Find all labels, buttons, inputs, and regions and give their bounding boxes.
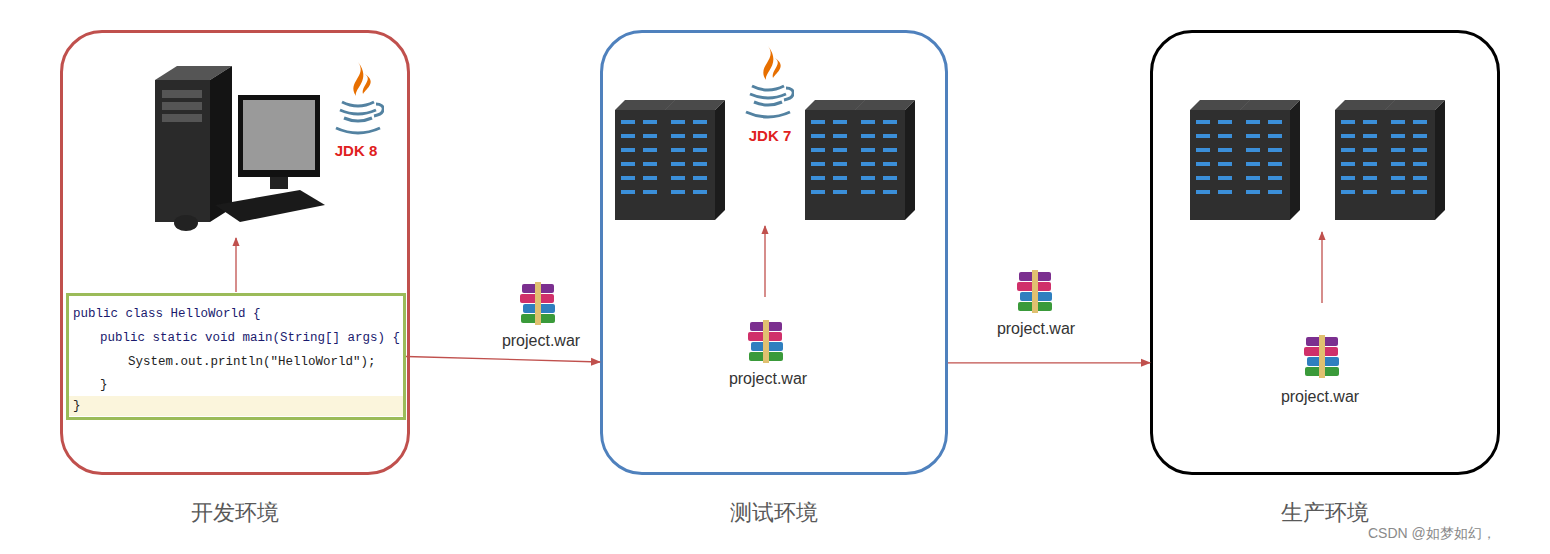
code-line: }	[100, 375, 108, 395]
env-heading: 生产环境	[1153, 498, 1497, 528]
server-cabinet	[665, 100, 725, 220]
env-heading: 开发环境	[63, 498, 407, 528]
code-line: }	[69, 396, 403, 416]
flow-arrow	[948, 362, 1150, 363]
env-box: 生产环境	[1150, 30, 1500, 475]
mouse	[174, 215, 198, 231]
drive-bay	[162, 90, 202, 98]
archive-icon	[748, 320, 783, 363]
server-cabinet	[855, 100, 915, 220]
deploy-arrow	[1321, 232, 1322, 303]
code-line: public static void main(String[] args) {	[100, 328, 400, 348]
watermark: CSDN @如梦如幻，	[1368, 525, 1548, 543]
file-label: project.war	[1270, 388, 1370, 406]
deploy-arrow	[235, 238, 236, 292]
file-label: project.war	[718, 370, 818, 388]
monitor-screen	[243, 100, 315, 170]
java-logo	[746, 46, 793, 117]
drive-bay	[162, 102, 202, 110]
server-cabinet	[1240, 100, 1300, 220]
monitor-frame	[238, 95, 320, 177]
drive-bay	[162, 114, 202, 122]
tower-front	[155, 80, 210, 222]
env-heading: 测试环境	[603, 498, 945, 528]
monitor-stand	[270, 177, 288, 189]
code-line: System.out.println("HelloWorld");	[128, 352, 376, 372]
edge-label: project.war	[502, 332, 580, 350]
jdk-label: JDK 7	[740, 127, 800, 144]
archive-icon	[1304, 335, 1339, 378]
flow-arrow	[406, 357, 600, 363]
code-box: public class HelloWorld { public static v…	[66, 293, 406, 420]
archive-icon	[520, 282, 555, 325]
server-cabinet	[1385, 100, 1445, 220]
deploy-arrow	[764, 226, 765, 297]
env-box: 测试环境	[600, 30, 948, 475]
env-box: 开发环境public class HelloWorld {public stat…	[60, 30, 410, 475]
archive-icon	[1017, 270, 1052, 313]
computer-illustration	[155, 66, 325, 231]
jdk-label: JDK 8	[326, 142, 386, 159]
tower-side	[210, 66, 232, 222]
keyboard	[215, 190, 325, 222]
java-logo	[336, 62, 383, 133]
code-line: public class HelloWorld {	[73, 304, 261, 324]
edge-label: project.war	[997, 320, 1075, 338]
